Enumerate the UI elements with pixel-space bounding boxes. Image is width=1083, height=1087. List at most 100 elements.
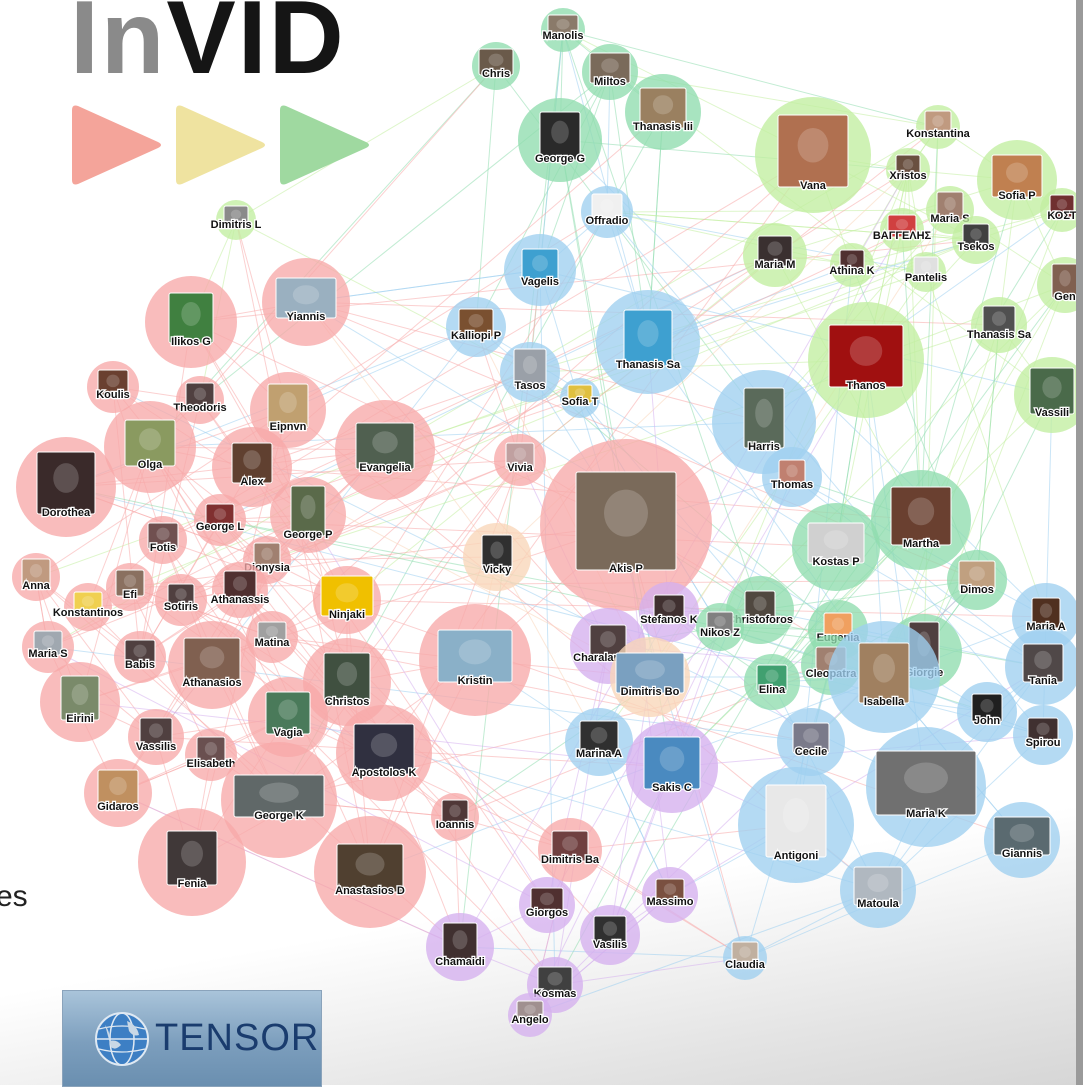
graph-node[interactable]: Koulis [87, 361, 139, 413]
graph-node[interactable]: Miltos [582, 44, 638, 100]
graph-node[interactable]: Tania [1005, 629, 1081, 705]
graph-node[interactable]: Konstantinos [52, 583, 124, 631]
graph-node[interactable]: Giorgos [519, 877, 575, 933]
graph-node[interactable]: Konstantina [905, 105, 972, 149]
photo-highlight [335, 583, 359, 603]
graph-node[interactable]: Thanasis Sa [966, 297, 1033, 353]
graph-node[interactable]: Kalliopi P [446, 297, 506, 357]
node-label: Martha [903, 538, 940, 550]
graph-node[interactable]: Fenia [138, 808, 246, 916]
graph-node[interactable]: John [957, 682, 1017, 742]
node-label: Sakis C [652, 782, 692, 794]
graph-node[interactable]: Athina K [828, 243, 876, 287]
graph-node[interactable]: Spirou [1013, 705, 1073, 765]
graph-node[interactable]: Dimitris Bo [610, 637, 690, 717]
graph-node[interactable]: Pantelis [904, 252, 948, 292]
graph-node[interactable]: Dimos [947, 550, 1007, 610]
graph-node[interactable]: Vana [755, 97, 871, 213]
graph-node[interactable]: Alex [212, 427, 292, 507]
graph-node[interactable]: Offradio [581, 186, 633, 238]
graph-node[interactable]: Dorothea [16, 437, 116, 537]
graph-node[interactable]: Ninjaki [313, 566, 381, 634]
graph-node[interactable]: Kristin [419, 604, 531, 716]
graph-node[interactable]: Vassili [1014, 357, 1083, 433]
photo-highlight [148, 723, 164, 738]
graph-node[interactable]: George G [518, 98, 602, 182]
graph-node[interactable]: Vicky [463, 523, 531, 591]
node-label: Olga [138, 459, 163, 471]
graph-node[interactable]: Vassilis [128, 709, 184, 765]
graph-edge [719, 169, 909, 628]
graph-node[interactable]: Evangelia [335, 400, 435, 500]
graph-node[interactable]: Chamaidi [426, 913, 494, 981]
graph-node[interactable]: Vagia [248, 677, 328, 757]
graph-node[interactable]: Efi [106, 563, 154, 611]
graph-node[interactable]: Tasos [500, 342, 560, 402]
graph-node[interactable]: ΒΑΓΓΕΛΗΣ [872, 208, 933, 252]
profile-photo [962, 223, 990, 249]
graph-node[interactable]: Massimo [642, 867, 698, 923]
graph-node[interactable]: Elina [744, 654, 800, 710]
graph-node[interactable]: Tsekos [952, 216, 1000, 264]
profile-photo [756, 664, 788, 692]
graph-node[interactable]: Vivia [494, 434, 546, 486]
graph-node[interactable]: Dimitris Ba [538, 818, 602, 882]
graph-node[interactable]: Cecile [777, 708, 845, 776]
graph-node[interactable]: Claudia [723, 936, 767, 980]
graph-node[interactable]: Kostas P [792, 503, 880, 591]
graph-node[interactable]: Ioannis [431, 793, 479, 841]
graph-node[interactable]: Giannis [984, 802, 1060, 878]
graph-node[interactable]: Akis P [540, 439, 712, 611]
graph-node[interactable]: Dimitris L [209, 200, 263, 240]
graph-node[interactable]: Anna [12, 553, 60, 601]
graph-node[interactable]: Apostolos K [336, 705, 432, 801]
node-label: Vicky [483, 564, 512, 576]
graph-node[interactable]: Marina A [565, 708, 633, 776]
graph-node[interactable]: Sofia P [977, 140, 1057, 220]
graph-node[interactable]: Babis [114, 631, 166, 683]
graph-node[interactable]: Nikos Z [696, 603, 744, 651]
graph-node[interactable]: George K [221, 742, 337, 858]
graph-node[interactable]: Thanos [808, 302, 924, 418]
graph-node[interactable]: Xristos [886, 148, 930, 192]
graph-node[interactable]: Maria S [22, 621, 74, 673]
graph-node[interactable]: Olga [104, 401, 196, 493]
graph-node[interactable]: Vasilis [580, 905, 640, 965]
graph-node[interactable]: Fotis [139, 516, 187, 564]
graph-node[interactable]: Antigoni [738, 767, 854, 883]
graph-node[interactable]: Maria M [743, 223, 807, 287]
graph-node[interactable]: Elisabeth [185, 729, 237, 781]
graph-node[interactable]: Eipnvn [250, 372, 326, 448]
graph-node[interactable]: Matoula [840, 852, 916, 928]
graph-edge [529, 626, 721, 1016]
graph-node[interactable]: Thanasis Sa [596, 290, 700, 394]
graph-node[interactable]: George L [194, 494, 246, 546]
graph-node[interactable]: Gidaros [84, 759, 152, 827]
graph-node[interactable]: Martha [871, 470, 971, 570]
graph-node[interactable]: Sotiris [155, 574, 207, 626]
graph-node[interactable]: Chris [472, 42, 520, 90]
graph-node[interactable]: Angelo [508, 993, 552, 1037]
graph-node[interactable]: Isabella [828, 621, 940, 733]
graph-node[interactable]: Sofia T [560, 378, 600, 418]
graph-node[interactable]: Manolis [541, 8, 585, 52]
graph-node[interactable]: Theodoris [172, 376, 228, 424]
graph-node[interactable]: Ilikos G [145, 276, 237, 368]
graph-node[interactable]: Thomas [762, 447, 822, 507]
graph-node[interactable]: Stefanos K [639, 582, 699, 642]
graph-node[interactable]: Kosmas [527, 957, 583, 1013]
graph-node[interactable]: Matina [246, 611, 298, 663]
graph-node[interactable]: Eirini [40, 662, 120, 742]
graph-edge [346, 459, 521, 683]
graph-node[interactable]: Gen [1037, 257, 1083, 313]
graph-node[interactable]: Thanasis Iii [625, 74, 701, 150]
graph-node[interactable]: Athanassis [209, 562, 271, 618]
graph-node[interactable]: Yiannis [262, 258, 350, 346]
graph-node[interactable]: Anastasios D [314, 816, 426, 928]
graph-node[interactable]: Vagelis [504, 234, 576, 306]
graph-node[interactable]: Maria K [866, 727, 986, 847]
graph-node[interactable]: George P [270, 477, 346, 553]
graph-node[interactable]: Athanasios [168, 621, 256, 709]
graph-node[interactable]: ΚΟΣΤ [1040, 188, 1083, 232]
graph-node[interactable]: Sakis C [626, 721, 718, 813]
